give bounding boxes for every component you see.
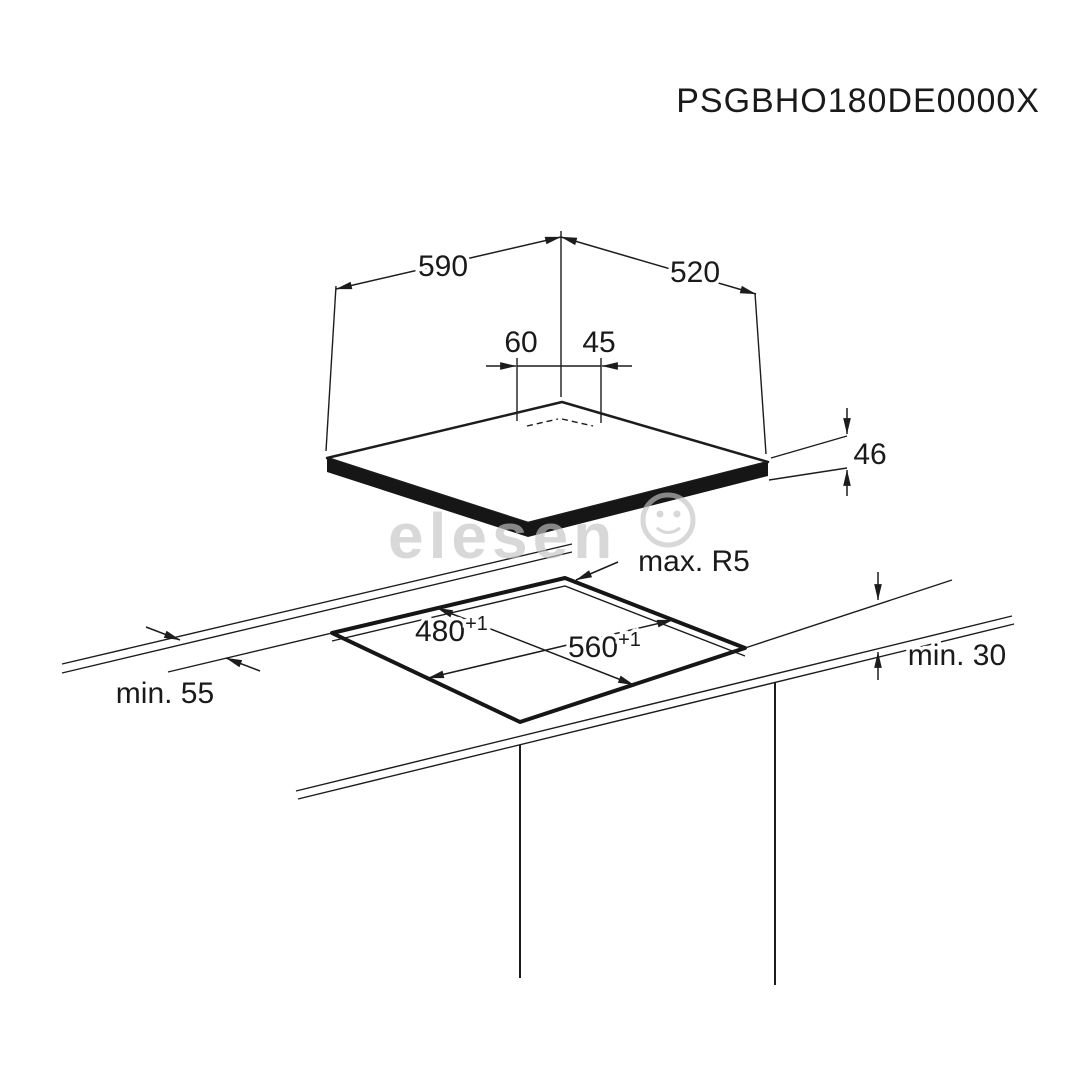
- worktop-front-edge-inner: [297, 623, 1015, 800]
- extension-line-right: [754, 292, 767, 455]
- worktop-cutout-view: 480+1 560+1 max. R5 min. 55 min. 30: [61, 542, 1015, 985]
- cutout-width-value: 560: [568, 631, 618, 664]
- hob-width-label: 590: [418, 250, 468, 283]
- corner-radius-label: max. R5: [638, 545, 750, 578]
- cutout-width-label: 560+1: [568, 629, 641, 664]
- watermark-logo-smile: [656, 526, 681, 534]
- watermark-logo-eye-left: [656, 510, 664, 518]
- gas-offset-right-label: 45: [582, 326, 615, 359]
- cutout-width-tolerance: +1: [618, 629, 641, 651]
- cutout-depth-value: 480: [415, 615, 465, 648]
- watermark-logo-icon: [640, 492, 696, 548]
- extension-line-cutout-rear: [167, 632, 333, 673]
- arrow-rear-clearance-upper: [145, 626, 181, 641]
- hob-height-label: 46: [853, 438, 886, 471]
- worktop-front-edge-outer: [295, 615, 1013, 792]
- extension-line-left: [325, 285, 337, 452]
- cutout-inner-wall-line: [331, 585, 746, 657]
- arrow-rear-clearance-lower: [225, 657, 261, 672]
- leader-line-corner-radius: [575, 561, 619, 581]
- dimension-line-520: [560, 236, 757, 295]
- hob-depth-label: 520: [670, 256, 720, 289]
- dimension-line-560: [427, 619, 674, 679]
- cutout-depth-tolerance: +1: [465, 613, 488, 635]
- dimension-line-590: [335, 236, 562, 290]
- cutout-opening: [330, 576, 747, 724]
- gas-connection-dashed-marks: [526, 418, 594, 427]
- watermark-logo-eye-right: [673, 510, 681, 518]
- watermark: elesen: [388, 492, 696, 572]
- extension-line-cutout-front: [744, 579, 953, 649]
- model-number: PSGBHO180DE0000X: [676, 82, 1040, 120]
- min-front-clearance-label: min. 30: [908, 639, 1006, 672]
- projection-line-hob-bottom: [768, 467, 848, 481]
- gas-offset-left-label: 60: [504, 326, 537, 359]
- hob-dimensions: 590 520 60 45 46: [325, 231, 890, 496]
- worktop-rear-edge-inner: [61, 551, 573, 674]
- worktop-rear-edge-outer: [61, 543, 573, 665]
- min-rear-clearance-label: min. 55: [116, 677, 214, 710]
- projection-line-hob-top: [770, 435, 848, 459]
- watermark-text: elesen: [388, 500, 617, 572]
